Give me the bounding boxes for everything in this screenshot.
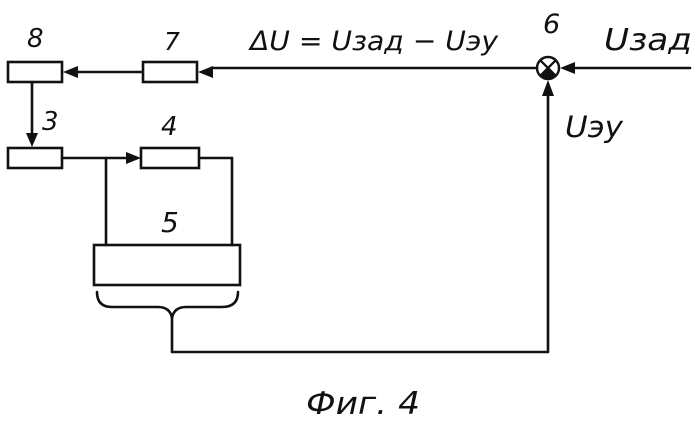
block-7	[143, 62, 197, 82]
block-6-label: 6	[543, 9, 560, 40]
input-signal-label: Uзад	[604, 23, 692, 58]
feedback-arrowhead	[542, 80, 554, 96]
block-8-label: 8	[27, 24, 44, 54]
block-3-label: 3	[42, 107, 59, 137]
block-8	[8, 62, 62, 82]
block-7-label: 7	[164, 27, 180, 56]
error-equation: ΔU = Uзад − Uэу	[248, 26, 499, 57]
figure-caption: Фиг. 4	[306, 386, 420, 421]
error-arrowhead	[198, 66, 213, 78]
arrowhead-7-to-8	[63, 66, 78, 78]
input-arrowhead	[560, 62, 575, 74]
block-4-label: 4	[161, 112, 178, 142]
feedback-line	[172, 94, 548, 352]
block-5-label: 5	[161, 206, 179, 239]
block-5	[94, 245, 240, 285]
summing-junction-6	[537, 57, 559, 79]
block-3	[8, 148, 62, 168]
arrowhead-8-to-3	[26, 133, 38, 147]
feedback-signal-label: Uэу	[565, 110, 624, 144]
brace-under-block-5	[97, 292, 238, 318]
block-4	[141, 148, 199, 168]
arrowhead-3-to-4	[126, 152, 141, 164]
